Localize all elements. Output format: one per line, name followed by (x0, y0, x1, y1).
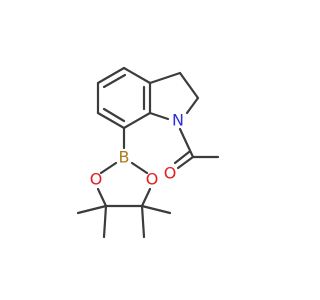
bond (99, 161, 118, 175)
bond (122, 111, 152, 130)
bond (76, 204, 108, 215)
nitrogen-atom: N (172, 111, 184, 130)
bond (96, 111, 126, 130)
benzene-ring (96, 66, 152, 130)
bond (178, 127, 195, 159)
bond (96, 66, 126, 85)
bond (148, 111, 170, 121)
pyrrolidine-ring (148, 71, 200, 121)
acetyl-group (173, 127, 220, 170)
ring-oxygen-left-atom: O (90, 170, 103, 189)
structure-canvas: N B O O O (76, 66, 220, 239)
bond (140, 204, 172, 215)
bond (185, 96, 200, 115)
bond (122, 66, 152, 85)
double-bond (176, 155, 195, 170)
ring-oxygen-right-atom: O (146, 170, 159, 189)
bond (148, 71, 182, 85)
double-bond-inner (102, 73, 127, 89)
pinacol-boronate (76, 126, 172, 239)
bond (130, 161, 149, 175)
carbonyl-oxygen-atom: O (164, 164, 177, 183)
molecule-drawing: N B O O O (76, 66, 220, 239)
bond (96, 187, 108, 208)
bond (178, 71, 200, 100)
bond (140, 187, 152, 208)
double-bond-inner (102, 107, 126, 123)
bond (102, 204, 108, 239)
double-bond (173, 150, 191, 165)
bond (140, 204, 146, 239)
boron-atom: B (119, 148, 130, 167)
